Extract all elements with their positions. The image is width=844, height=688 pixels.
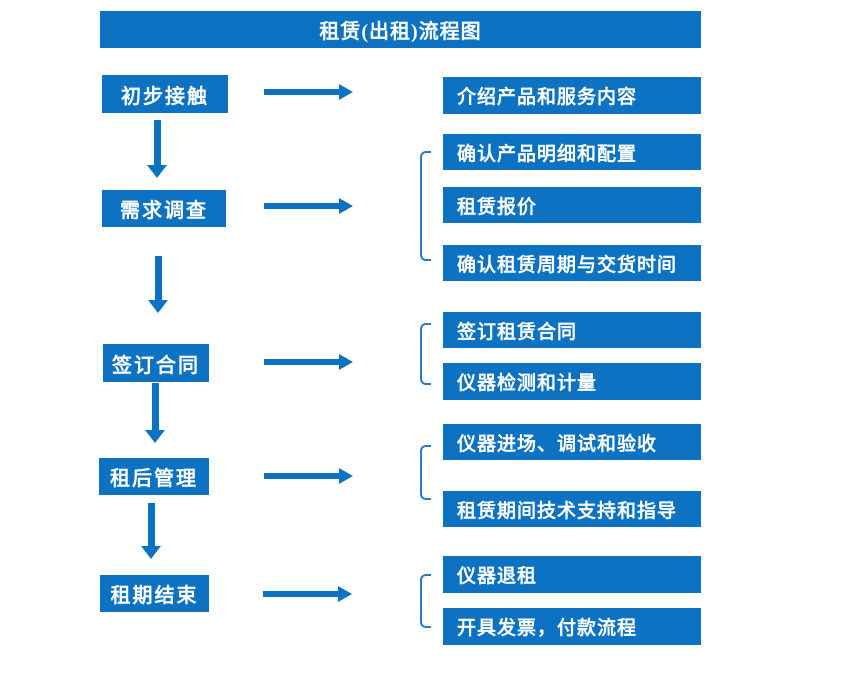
bracket-rental-end-outputs [420,574,431,628]
arrow-down-3-icon [145,383,166,443]
arrow-right-4-icon [264,468,353,484]
arrow-right-2-icon [264,198,353,214]
bracket-post-rental-outputs [420,445,431,500]
arrow-down-2-icon [148,256,169,313]
step-box-initial-contact: 初步接触 [102,75,228,113]
arrow-right-5-icon [263,586,352,602]
title-bar: 租赁(出租)流程图 [100,11,701,48]
step-box-rental-end: 租期结束 [100,575,209,612]
output-box-rental-quote: 租赁报价 [443,187,701,223]
arrow-down-1-icon [147,120,168,178]
output-box-confirm-period-delivery: 确认租赁周期与交货时间 [443,245,701,281]
output-box-instrument-testing: 仪器检测和计量 [443,363,701,400]
output-box-invoice-payment: 开具发票，付款流程 [443,608,701,645]
output-box-introduce-products: 介绍产品和服务内容 [443,77,701,114]
bracket-demand-survey-outputs [420,151,431,261]
step-box-post-rental-management: 租后管理 [99,458,209,495]
arrow-right-3-icon [264,354,353,370]
output-box-tech-support: 租赁期间技术支持和指导 [443,491,701,527]
output-box-sign-rental-contract: 签订租赁合同 [443,312,701,348]
output-box-instrument-arrival: 仪器进场、调试和验收 [443,424,701,460]
arrow-down-4-icon [141,503,162,559]
output-box-instrument-return: 仪器退租 [443,556,701,593]
output-box-confirm-details: 确认产品明细和配置 [443,134,701,170]
arrow-right-1-icon [264,84,353,100]
bracket-sign-contract-outputs [420,323,431,385]
step-box-demand-survey: 需求调查 [102,190,226,227]
step-box-sign-contract: 签订合同 [103,344,209,382]
